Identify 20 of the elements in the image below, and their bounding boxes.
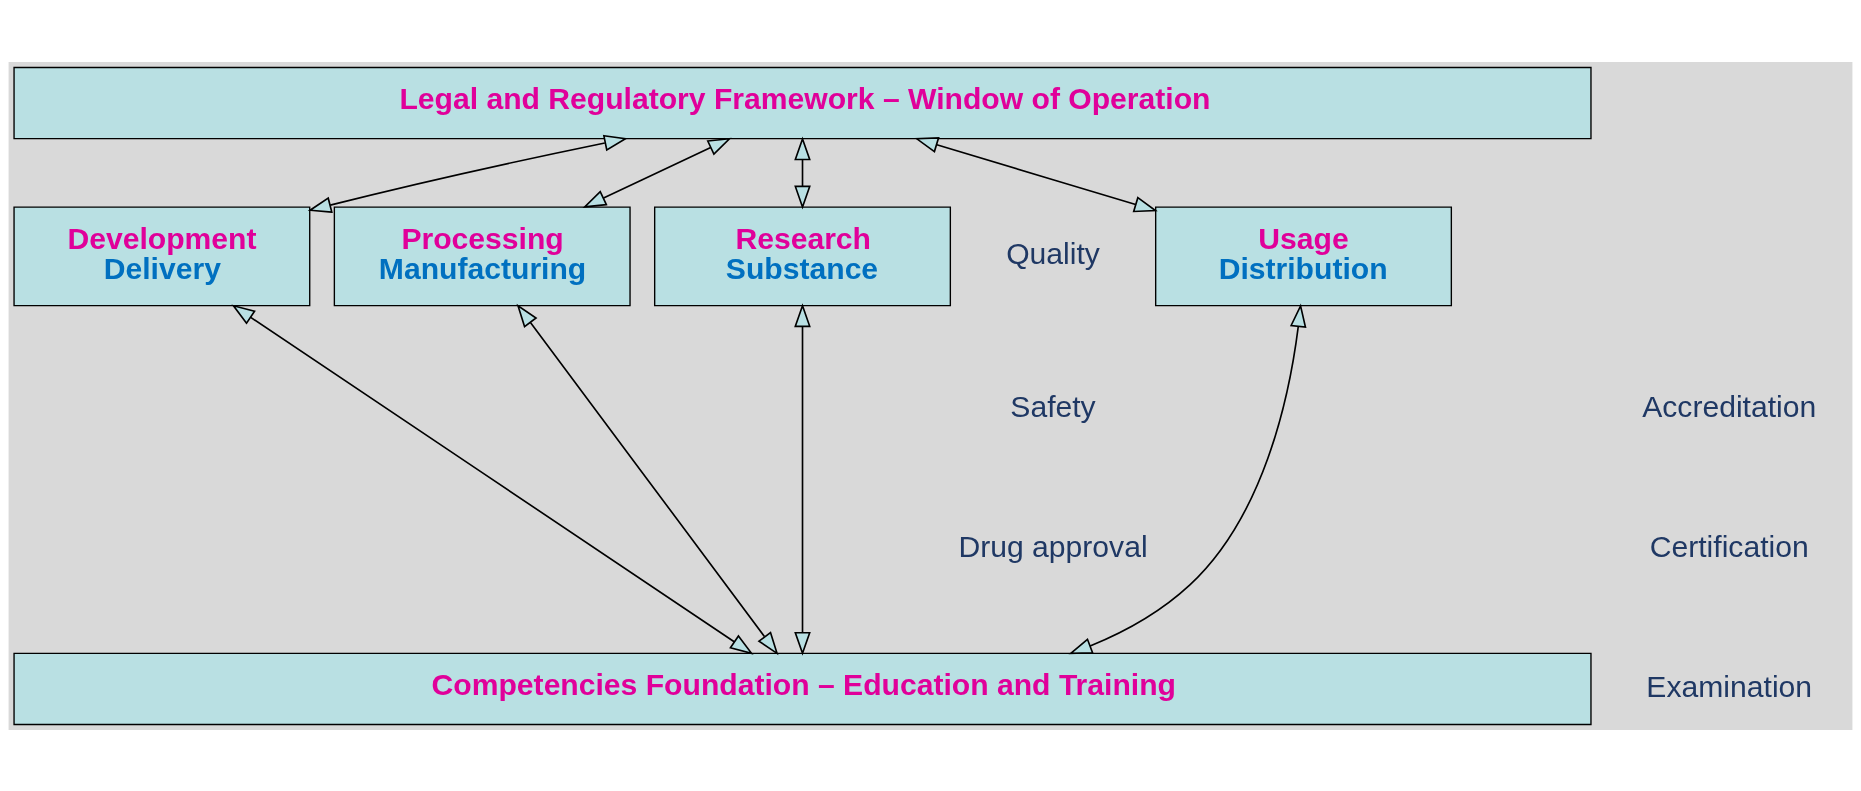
arrow xyxy=(794,302,811,656)
arrow xyxy=(794,136,811,209)
node-box: Processing Manufacturing xyxy=(333,205,631,306)
label: Safety xyxy=(1010,389,1096,423)
node-box: Legal and Regulatory Framework – Window of Operation xyxy=(13,66,1592,139)
arrow xyxy=(231,303,754,655)
label: Accreditation xyxy=(1642,389,1817,423)
label: Quality xyxy=(1006,236,1100,270)
arrow xyxy=(582,137,732,208)
node-box: Competencies Foundation – Education and Training xyxy=(13,652,1592,725)
arrow xyxy=(307,134,628,213)
arrow xyxy=(914,136,1158,212)
arrow xyxy=(1068,302,1307,654)
label: Certification xyxy=(1649,529,1809,563)
label: Examination xyxy=(1646,669,1813,703)
node-box: Development Delivery xyxy=(13,205,311,306)
arrow xyxy=(516,303,779,655)
node-box: Research Substance xyxy=(654,205,952,306)
label: Drug approval xyxy=(958,529,1148,563)
node-box: Usage Distribution xyxy=(1155,205,1453,306)
